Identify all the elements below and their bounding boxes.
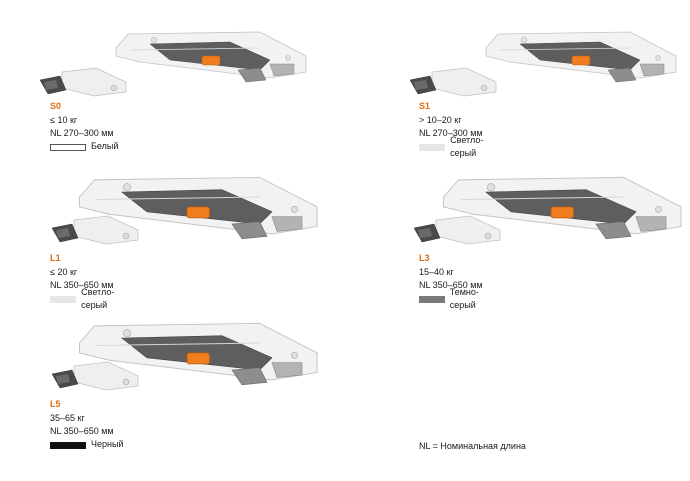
- s0-mechanism-illustration: [115, 31, 307, 83]
- load-range: ≤ 10 кг: [50, 114, 78, 125]
- load-range: 35–65 кг: [50, 412, 85, 423]
- product-code: S0: [50, 101, 62, 111]
- nominal-length: NL 350–650 мм: [419, 280, 483, 290]
- color-label: Черный: [91, 439, 124, 450]
- l5-bracket-illustration: [52, 361, 139, 391]
- color-label: Белый: [91, 141, 119, 152]
- product-code: L5: [50, 399, 61, 409]
- load-range: ≤ 20 кг: [50, 266, 78, 277]
- nominal-length: NL 350–650 мм: [50, 280, 114, 290]
- l3-bracket-illustration: [414, 215, 501, 245]
- color-label: Темно-серый: [449, 286, 479, 311]
- load-range: > 10–20 кг: [419, 114, 462, 125]
- color-swatch-light-gray: [419, 143, 446, 151]
- product-code: L3: [419, 253, 430, 263]
- nominal-length: NL 350–650 мм: [50, 426, 114, 436]
- color-label: Светло-серый: [81, 286, 115, 311]
- color-swatch-black: [50, 441, 86, 449]
- s1-mechanism-illustration: [485, 31, 677, 83]
- s0-bracket-illustration: [40, 67, 127, 97]
- s1-bracket-illustration: [410, 67, 497, 97]
- color-swatch-light-gray: [50, 295, 77, 303]
- color-label: Светло-серый: [450, 134, 484, 159]
- load-range: 15–40 кг: [419, 266, 454, 277]
- product-code: L1: [50, 253, 61, 263]
- nominal-length: NL 270–300 мм: [50, 128, 114, 138]
- nominal-length: NL 270–300 мм: [419, 128, 483, 138]
- l1-bracket-illustration: [52, 215, 139, 245]
- footnote: NL = Номинальная длина: [419, 441, 526, 451]
- color-swatch-white: [50, 143, 86, 151]
- product-code: S1: [419, 101, 431, 111]
- color-swatch-dark-gray: [419, 295, 445, 303]
